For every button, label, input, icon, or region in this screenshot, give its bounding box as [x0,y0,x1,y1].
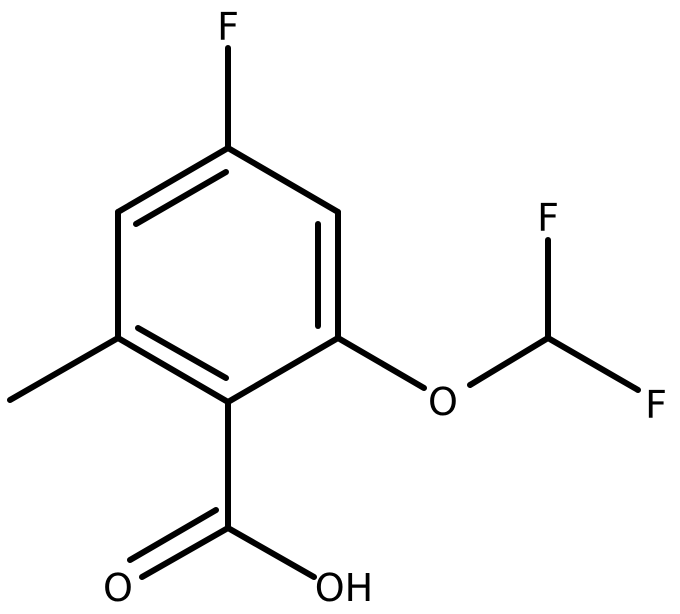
bond-ring-c4-c5 [115,145,231,215]
ether-oxygen-label: O [428,380,458,424]
bond-ring-c4-c5-inner [133,169,229,227]
bond-c6-methyl [7,335,121,403]
bond-c2-o [335,335,427,391]
fluoro-label: F [217,5,239,49]
carbonyl-oxygen-label: O [103,566,133,610]
bond-o-ch [467,335,551,388]
bond-carbonyl-outer [139,525,231,580]
bond-ring-c3-c4 [225,145,341,215]
difluoro-top-label: F [537,196,559,240]
hydroxyl-label: OH [315,566,373,610]
bond-ring-c6-c1-inner [135,325,229,381]
bond-ring-c6-c1 [115,335,231,405]
bond-c-oh [225,525,317,580]
bond-carbonyl-inner [127,507,219,563]
bond-ch-f-right [545,335,641,393]
difluoro-right-label: F [645,383,667,427]
bond-ring-c1-c2 [225,335,341,405]
